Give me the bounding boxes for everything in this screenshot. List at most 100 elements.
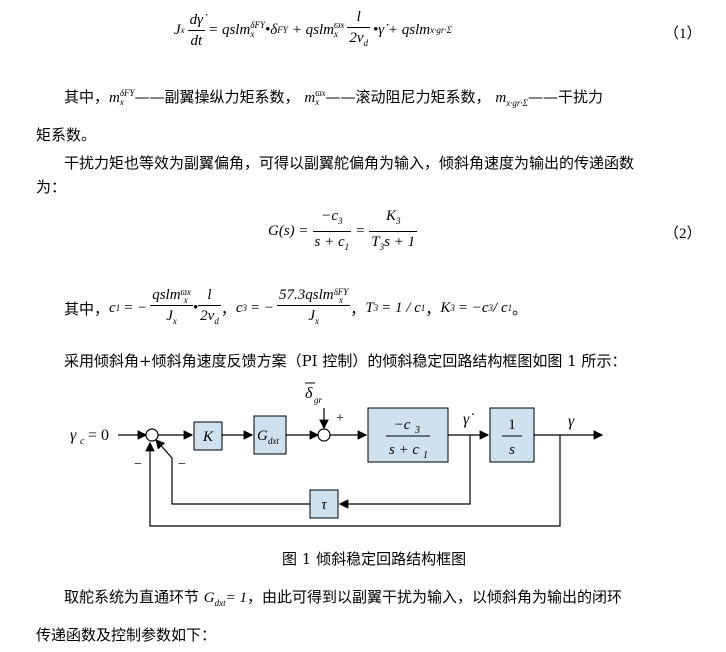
summing-junction-1 xyxy=(145,428,159,442)
plant-denominator-sub: 1 xyxy=(423,450,428,461)
para1-desc3: ——干扰力 xyxy=(528,88,604,106)
para3-sep1: ， xyxy=(220,299,236,318)
eq2-frac1-num-sub: 3 xyxy=(338,215,343,226)
para3-c1-dot: • xyxy=(192,299,199,316)
plant-denominator: s + c xyxy=(389,442,419,458)
para3-k3-eq2: / c xyxy=(493,299,508,316)
block-g-label: G xyxy=(257,428,268,444)
para3-k3-eq2-sub: 1 xyxy=(507,303,513,313)
block-diagram: γ c = 0 − − K G dxt δ gr + −c 3 s + c 1 … xyxy=(70,382,604,527)
eq1-frac2-den-text: 2v xyxy=(349,30,364,46)
para3-c1-eq: = − xyxy=(123,299,148,316)
para3-c1-sub: 1 xyxy=(115,303,121,313)
integrator-numerator: 1 xyxy=(508,417,516,433)
para3-c1-num-sub: x xyxy=(183,294,188,305)
disturbance-sub: gr xyxy=(314,395,323,405)
paragraph-4: 采用倾斜角+倾斜角速度反馈方案（PI 控制）的倾斜稳定回路结构框图如图 1 所示… xyxy=(64,352,627,370)
rate-feedback-line xyxy=(338,435,471,509)
equation-1-number: （1） xyxy=(664,26,702,42)
eq1-term-b-sup: ϖx xyxy=(333,20,345,30)
para3-c3-num-sub: x xyxy=(338,294,343,305)
para3-c1: c xyxy=(109,299,116,316)
para3-prefix: 其中， xyxy=(64,299,110,318)
minus-sign-2: − xyxy=(178,457,186,472)
eq1-term-a-tail: •δ xyxy=(265,21,278,38)
para3-t3-sub: 3 xyxy=(373,303,379,313)
eq2-frac2-den-tail: s + 1 xyxy=(384,233,416,250)
eq1-frac-num: dγ̇ xyxy=(187,10,206,31)
eq2-frac2-num-text: K xyxy=(385,207,396,224)
para3-k3-eq-sub: 3 xyxy=(488,303,494,313)
eq2-frac1-den-text: s + c xyxy=(314,233,345,250)
block-g-sub: dxt xyxy=(268,436,279,446)
eq1-fraction-2: l 2vd xyxy=(347,7,370,53)
para3-c3-den: Jx xyxy=(277,306,350,331)
paragraph-5-line-2: 传递函数及控制参数如下： xyxy=(36,626,217,644)
eq2-fraction-1: −c3 s + c1 xyxy=(312,206,352,257)
summing-junction-2 xyxy=(317,428,331,442)
block-tau xyxy=(309,489,339,519)
angle-feedback-line xyxy=(145,435,561,527)
eq2-frac2-den: T3s + 1 xyxy=(369,232,417,257)
para5-rest: ，由此可得到以副翼干扰为输入，以倾斜角为输出的闭环 xyxy=(247,588,623,606)
para3-c1-num-sup: ϖx xyxy=(180,286,191,297)
para3-t3: T xyxy=(365,299,374,316)
eq1-term-a-tail-sub: FY xyxy=(277,25,288,35)
eq1-term-a-sub: x xyxy=(250,29,255,39)
para3-c1-frac2-den-text: 2v xyxy=(200,308,215,324)
para3-k3-sub: 3 xyxy=(450,303,455,313)
eq2-frac1-den: s + c1 xyxy=(313,232,352,257)
eq2-frac1-num: −c3 xyxy=(312,206,352,232)
figure-caption: 图 1 倾斜稳定回路结构框图 xyxy=(282,550,467,568)
integrator-denominator: s xyxy=(509,442,515,458)
para1-desc2: ——滚动阻尼力矩系数， xyxy=(325,88,491,106)
output-label: γ xyxy=(568,413,575,430)
eq2-equals: = xyxy=(355,222,366,239)
para1-sym2-sub: x xyxy=(315,97,320,107)
eq1-j-sub: x xyxy=(180,25,185,35)
eq2-lhs: G(s) = xyxy=(268,222,309,239)
paragraph-1-line-2: 矩系数。 xyxy=(36,126,97,144)
para3-end: 。 xyxy=(512,299,528,318)
eq1-fraction: dγ̇ dt xyxy=(187,10,206,51)
para3-sep2: ， xyxy=(350,299,366,318)
eq2-frac2-num-sub: 3 xyxy=(395,215,401,226)
disturbance-label: δ xyxy=(305,385,313,402)
eq2-frac2-den-text: T xyxy=(371,233,380,250)
para3-c3-eq: = − xyxy=(250,299,275,316)
eq1-frac2-den: 2vd xyxy=(347,28,370,53)
para3-k3: K xyxy=(440,299,451,316)
block-integrator xyxy=(489,407,535,463)
equation-2-number: （2） xyxy=(664,226,702,242)
rate-label: γ̇ xyxy=(463,411,474,428)
para1-sym3-sub: x·gr·Σ xyxy=(506,98,529,108)
block-k xyxy=(193,421,223,451)
para1-sym1-sup: δFY xyxy=(119,88,135,98)
block-g xyxy=(253,415,287,455)
para3-c3-den-sub: x xyxy=(314,316,319,326)
eq2-frac2-num: K3 xyxy=(369,206,418,232)
eq2-frac2-den-sub: 3 xyxy=(379,241,385,252)
para3-c3-sub: 3 xyxy=(242,303,248,313)
para1-desc1: ——副翼操纵力矩系数， xyxy=(134,88,300,106)
para5-sym-sub: dxt xyxy=(214,598,226,608)
eq1-term-b: + qslm xyxy=(291,21,334,38)
plus-sign: + xyxy=(336,411,344,426)
para3-c1-den-sub: x xyxy=(172,316,177,326)
eq1-j: J xyxy=(174,21,181,38)
eq1-frac-den: dt xyxy=(190,32,203,49)
para3-c1-frac2-den: 2vd xyxy=(198,306,221,331)
para3-c1-frac2-den-sub: d xyxy=(214,316,219,326)
eq1-frac2-den-sub: d xyxy=(363,38,369,48)
equation-2: G(s) = −c3 s + c1 = K3 T3s + 1 xyxy=(268,208,421,254)
block-tau-label: τ xyxy=(321,497,327,513)
para1-sym1: m xyxy=(109,90,120,106)
eq1-term-b-sub: x xyxy=(333,29,338,39)
para3-c1-den-text: J xyxy=(166,308,173,324)
